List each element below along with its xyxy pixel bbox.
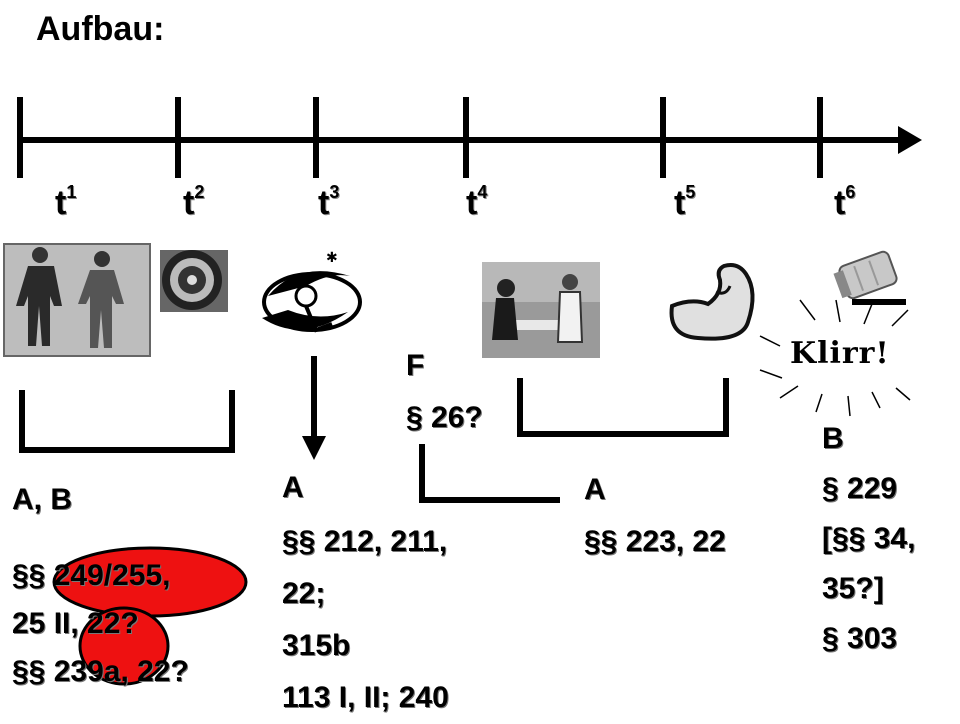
group-b-line: § 303 [822,622,898,655]
group-ab-line: §§ 249/255, [12,559,171,592]
group-a1-text: §§ 212, 211, 22; 315b 113 I, II; 240 [282,516,449,724]
group-a2-line: §§ 223, 22 [584,525,726,558]
klirr-sound-text: Klirr! [790,336,890,371]
group-a1-line: 315b [282,629,351,662]
klirr-burst-lines [759,299,911,417]
fleeing-thief-image: ✱ [262,250,362,333]
group-ab-line: §§ 239a, 22? [12,655,189,688]
group-b: B § 229 [§§ 34, 35?] § 303 [822,414,915,664]
group-b-line: 35?] [822,572,884,605]
group-a1-heading: A [282,471,304,504]
tick-label-t1: t1 [55,182,77,222]
group-a1-line: 113 I, II; 240 [282,681,449,714]
salt-shaker-image [833,250,906,305]
flexed-arm-image [669,263,755,341]
svg-text:✱: ✱ [326,250,338,266]
group-f-heading: F [406,349,425,382]
dinner-couple-image [482,262,600,358]
group-ab-line: 25 II, 22? [12,607,139,640]
walking-couple-image [3,243,151,357]
brackets [19,356,729,503]
bracket-a2 [517,378,729,437]
group-a2-heading: A [584,473,606,506]
group-a2: A §§ 223, 22 [584,464,726,568]
red-highlight [52,546,248,686]
tick-label-t5: t5 [674,182,696,222]
tick-label-t2: t2 [183,182,205,222]
page-title: Aufbau: [36,10,165,48]
group-a1-line: 22; [282,577,326,610]
tick-label-t3: t3 [318,182,340,222]
group-f-line: § 26? [406,401,483,434]
group-ab-heading: A, B [12,483,72,516]
group-b-line: [§§ 34, [822,522,916,555]
highlight-blob [78,606,170,686]
timeline-arrowhead [898,126,922,154]
safe-dial-image [160,250,228,312]
bracket-ab [19,390,235,453]
group-f: F § 26? [406,340,483,444]
group-ab-text: §§ 249/255, 25 II, 22? §§ 239a, 22? [12,552,189,696]
arrow-a1-head [302,436,326,460]
tick-label-t4: t4 [466,182,488,222]
tick-label-t6: t6 [834,182,856,222]
bracket-f [419,444,560,503]
group-b-line: § 229 [822,472,898,505]
timeline [17,97,922,178]
group-b-heading: B [822,422,844,455]
group-a1-line: §§ 212, 211, [282,525,448,558]
